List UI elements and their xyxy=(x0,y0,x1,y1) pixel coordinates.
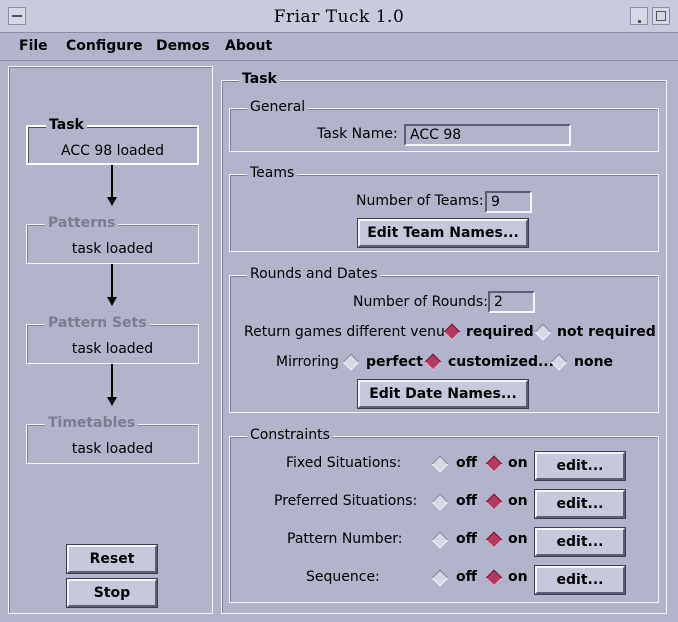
step-task-status: ACC 98 loaded xyxy=(60,143,165,159)
step-pattern-sets-title: Pattern Sets xyxy=(45,315,150,331)
arrow-down-icon xyxy=(107,397,117,406)
teams-group xyxy=(229,174,659,252)
edit-team-names-button[interactable]: Edit Team Names... xyxy=(357,218,529,248)
number-of-rounds-field[interactable]: 2 xyxy=(488,291,535,313)
constraint-on-label: on xyxy=(508,493,528,509)
task-name-field[interactable]: ACC 98 xyxy=(404,124,571,146)
minimize-icon xyxy=(638,20,641,23)
constraint-off-label: off xyxy=(456,493,477,509)
mirroring-label: Mirroring xyxy=(276,354,339,370)
stop-button[interactable]: Stop xyxy=(66,578,158,608)
constraint-off-label: off xyxy=(456,455,477,471)
title-bar: Friar Tuck 1.0 xyxy=(0,0,678,33)
flow-arrow-line xyxy=(111,165,113,197)
step-pattern-sets-status: task loaded xyxy=(71,341,154,357)
number-of-rounds-label: Number of Rounds: xyxy=(353,294,488,310)
constraints-group-label: Constraints xyxy=(247,427,333,443)
number-of-teams-field[interactable]: 9 xyxy=(485,191,532,213)
task-panel-heading: Task xyxy=(239,71,280,87)
step-timetables-title: Timetables xyxy=(45,415,139,431)
step-patterns-title: Patterns xyxy=(45,215,119,231)
window-menu-button[interactable] xyxy=(8,7,26,25)
step-timetables-status: task loaded xyxy=(71,441,154,457)
venue-required-label: required xyxy=(466,324,534,340)
menu-demos[interactable]: Demos xyxy=(156,38,210,54)
workflow-panel xyxy=(8,66,213,614)
constraint-name: Sequence: xyxy=(306,569,380,585)
edit-constraint-button[interactable]: edit... xyxy=(534,527,626,557)
reset-button[interactable]: Reset xyxy=(66,544,158,574)
constraint-on-label: on xyxy=(508,455,528,471)
menu-bar: File Configure Demos About xyxy=(0,33,678,61)
constraint-off-label: off xyxy=(456,531,477,547)
maximize-icon xyxy=(656,11,666,21)
step-patterns[interactable]: Patterns task loaded xyxy=(26,215,199,264)
menu-file[interactable]: File xyxy=(19,38,48,54)
general-group xyxy=(229,108,659,152)
general-group-label: General xyxy=(247,99,309,115)
step-patterns-status: task loaded xyxy=(71,241,154,257)
number-of-teams-label: Number of Teams: xyxy=(356,193,484,209)
task-name-label: Task Name: xyxy=(317,126,398,142)
mirroring-none-label: none xyxy=(574,354,614,370)
menu-about[interactable]: About xyxy=(225,38,273,54)
menu-configure[interactable]: Configure xyxy=(66,38,143,54)
window-menu-icon xyxy=(12,15,22,17)
mirroring-perfect-label: perfect xyxy=(366,354,423,370)
flow-arrow-line xyxy=(111,264,113,297)
rounds-group xyxy=(229,275,659,413)
flow-arrow-line xyxy=(111,364,113,397)
step-timetables[interactable]: Timetables task loaded xyxy=(26,415,199,464)
edit-constraint-button[interactable]: edit... xyxy=(534,451,626,481)
constraint-name: Pattern Number: xyxy=(287,531,403,547)
constraint-name: Preferred Situations: xyxy=(274,493,418,509)
constraint-on-label: on xyxy=(508,569,528,585)
step-task[interactable]: Task ACC 98 loaded xyxy=(26,117,199,165)
edit-constraint-button[interactable]: edit... xyxy=(534,565,626,595)
arrow-down-icon xyxy=(107,297,117,306)
maximize-button[interactable] xyxy=(652,7,670,25)
window-title: Friar Tuck 1.0 xyxy=(273,7,405,27)
return-games-label: Return games different venue xyxy=(244,324,454,340)
edit-constraint-button[interactable]: edit... xyxy=(534,489,626,519)
rounds-group-label: Rounds and Dates xyxy=(247,266,381,282)
constraint-on-label: on xyxy=(508,531,528,547)
minimize-button[interactable] xyxy=(630,7,648,25)
constraint-off-label: off xyxy=(456,569,477,585)
teams-group-label: Teams xyxy=(247,165,298,181)
step-task-title: Task xyxy=(46,117,87,133)
venue-not-required-label: not required xyxy=(557,324,656,340)
mirroring-customized-label: customized... xyxy=(448,354,554,370)
constraints-group xyxy=(229,436,659,603)
step-pattern-sets[interactable]: Pattern Sets task loaded xyxy=(26,315,199,364)
constraint-name: Fixed Situations: xyxy=(286,455,402,471)
task-panel xyxy=(221,80,667,614)
arrow-down-icon xyxy=(107,197,117,206)
edit-date-names-button[interactable]: Edit Date Names... xyxy=(357,379,529,409)
